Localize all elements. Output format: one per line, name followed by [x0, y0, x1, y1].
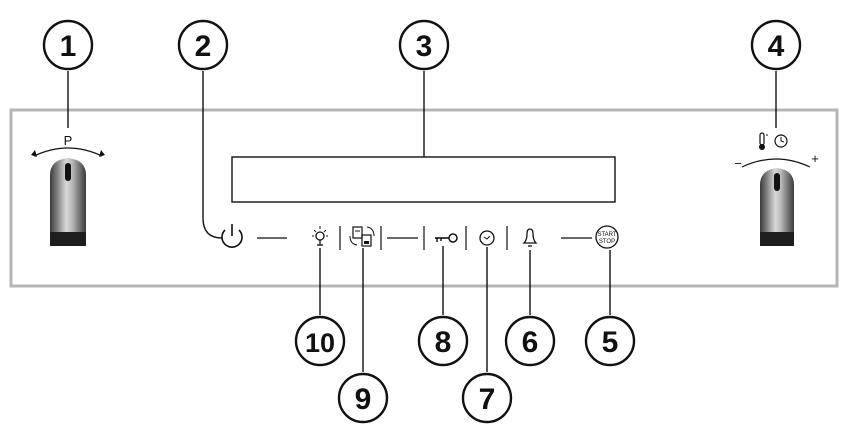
svg-text:4: 4 [768, 30, 785, 63]
svg-text:1: 1 [60, 30, 77, 63]
timer-button[interactable] [479, 230, 495, 246]
start-stop-button[interactable]: START STOP [595, 225, 619, 249]
power-icon [221, 224, 243, 248]
svg-text:9: 9 [355, 383, 372, 416]
stop-label: STOP [599, 239, 615, 245]
callout-8: 8 [417, 315, 469, 367]
power-button[interactable] [221, 224, 243, 248]
light-icon [312, 226, 328, 246]
temperature-knob[interactable]: − + [734, 132, 819, 246]
program-knob-label: P [64, 133, 73, 148]
clock-icon [479, 230, 495, 246]
thermometer-icon [759, 132, 768, 150]
svg-text:3: 3 [416, 30, 433, 63]
svg-text:8: 8 [435, 326, 452, 359]
callout-10: 10 [294, 315, 346, 367]
program-knob[interactable]: P [31, 133, 105, 246]
display-window [231, 156, 616, 203]
svg-text:5: 5 [602, 326, 619, 359]
callout-6: 6 [504, 315, 556, 367]
temperature-plus: + [811, 151, 819, 166]
settings-button[interactable] [349, 226, 375, 247]
light-button[interactable] [312, 226, 328, 246]
callout-1: 1 [42, 19, 94, 71]
callout-4: 4 [750, 19, 802, 71]
callout-leaders [67, 71, 777, 372]
callout-3: 3 [398, 19, 450, 71]
lock-button[interactable] [435, 233, 458, 243]
svg-text:7: 7 [479, 383, 496, 416]
svg-text:6: 6 [522, 326, 539, 359]
svg-text:2: 2 [195, 30, 212, 63]
start-label: START [597, 232, 616, 238]
callout-7: 7 [461, 372, 513, 424]
callout-9: 9 [337, 372, 389, 424]
alarm-button[interactable] [522, 228, 538, 247]
clock-small-icon [774, 134, 788, 148]
temperature-minus: − [734, 156, 742, 171]
callout-2: 2 [177, 19, 229, 71]
bell-icon [522, 228, 538, 247]
callout-5: 5 [584, 315, 636, 367]
settings-icon [349, 226, 375, 247]
svg-text:10: 10 [305, 328, 335, 358]
key-lock-icon [435, 233, 458, 243]
